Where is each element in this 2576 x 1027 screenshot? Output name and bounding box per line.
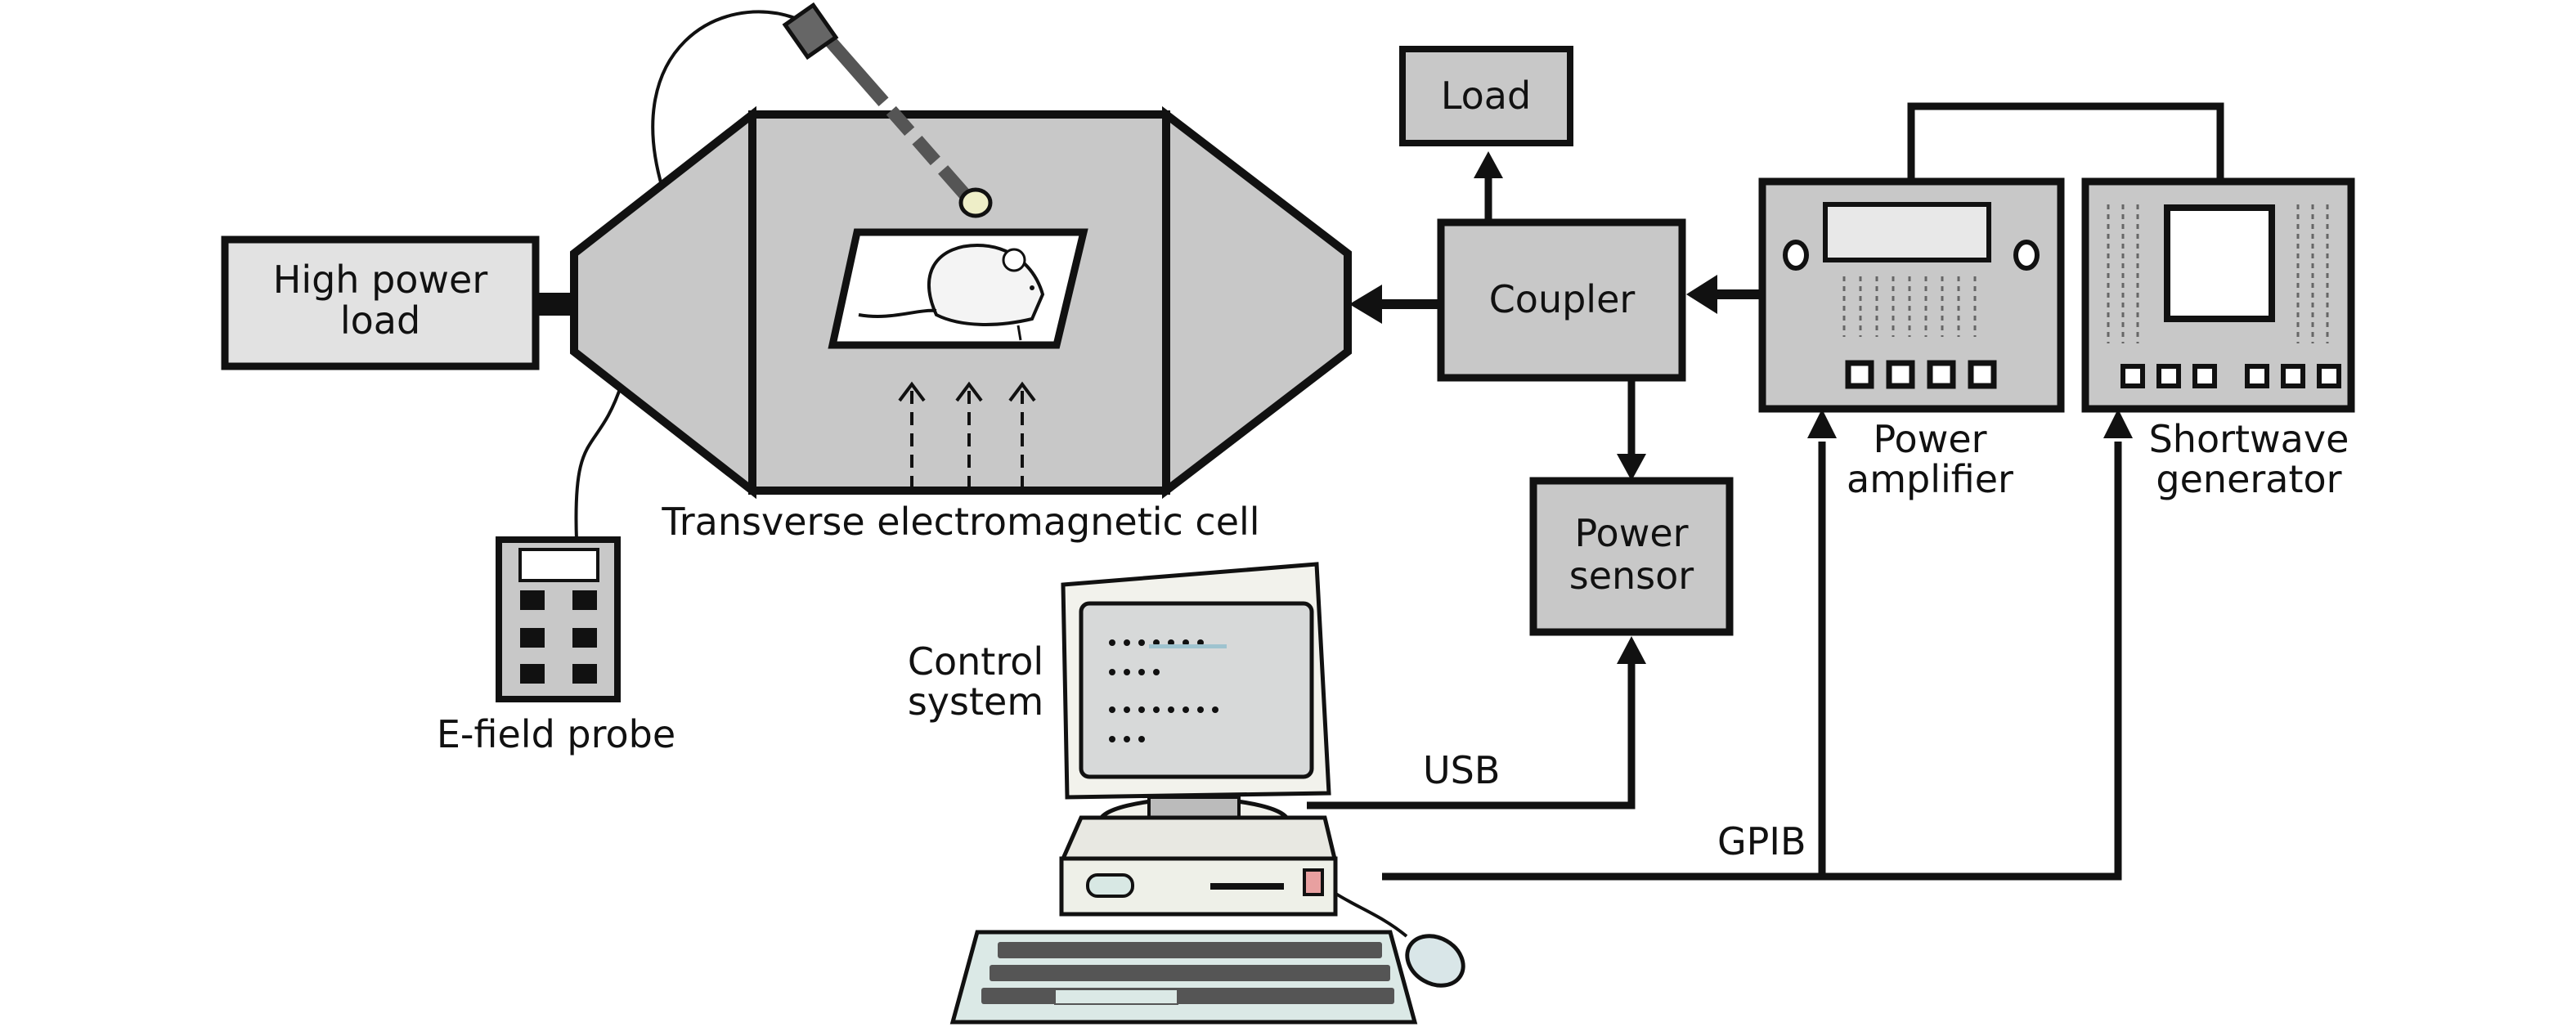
high-power-load-label-2: load [340, 298, 420, 343]
control-wiring [1307, 442, 2122, 881]
shortwave-generator-label-1: Shortwave [2149, 417, 2349, 461]
high-power-load-block: High power load [221, 235, 540, 370]
load-label: Load [1441, 74, 1531, 118]
mouse-icon [858, 243, 1045, 341]
load-block: Load [1399, 46, 1573, 146]
tem-cell-label: Transverse electromagnetic cell [661, 500, 1259, 544]
tem-cell: Transverse electromagnetic cell [570, 2, 1352, 544]
field-arrows [898, 381, 1036, 489]
shortwave-generator-device: Shortwave generator [2081, 177, 2355, 501]
e-field-probe-arm [782, 2, 993, 218]
e-field-probe-meter: E-field probe [437, 536, 675, 756]
signal-arrows [1349, 151, 1762, 481]
power-sensor-label-2: sensor [1569, 554, 1694, 598]
shortwave-generator-label-2: generator [2156, 457, 2341, 501]
control-system-computer: Control system [908, 562, 1465, 1025]
power-amplifier-label-2: amplifier [1847, 457, 2013, 501]
high-power-load-label-1: High power [273, 258, 488, 302]
control-arrowheads [1617, 409, 2133, 664]
amp-generator-link [1907, 102, 2224, 182]
coupler-block: Coupler [1437, 218, 1686, 382]
e-field-probe-label: E-field probe [437, 712, 675, 756]
usb-label: USB [1423, 748, 1500, 792]
probe-cable-bottom [574, 383, 623, 540]
probe-cable-top [651, 10, 796, 189]
power-sensor-label-1: Power [1574, 511, 1688, 555]
coupler-label: Coupler [1489, 277, 1636, 321]
control-system-label-1: Control [908, 639, 1043, 684]
power-amplifier-device: Power amplifier [1758, 177, 2065, 501]
gpib-label: GPIB [1717, 819, 1806, 863]
control-system-label-2: system [908, 679, 1043, 724]
power-amplifier-label-1: Power [1873, 417, 1986, 461]
load-connector [536, 293, 577, 316]
power-sensor-block: Power sensor [1529, 477, 1734, 636]
